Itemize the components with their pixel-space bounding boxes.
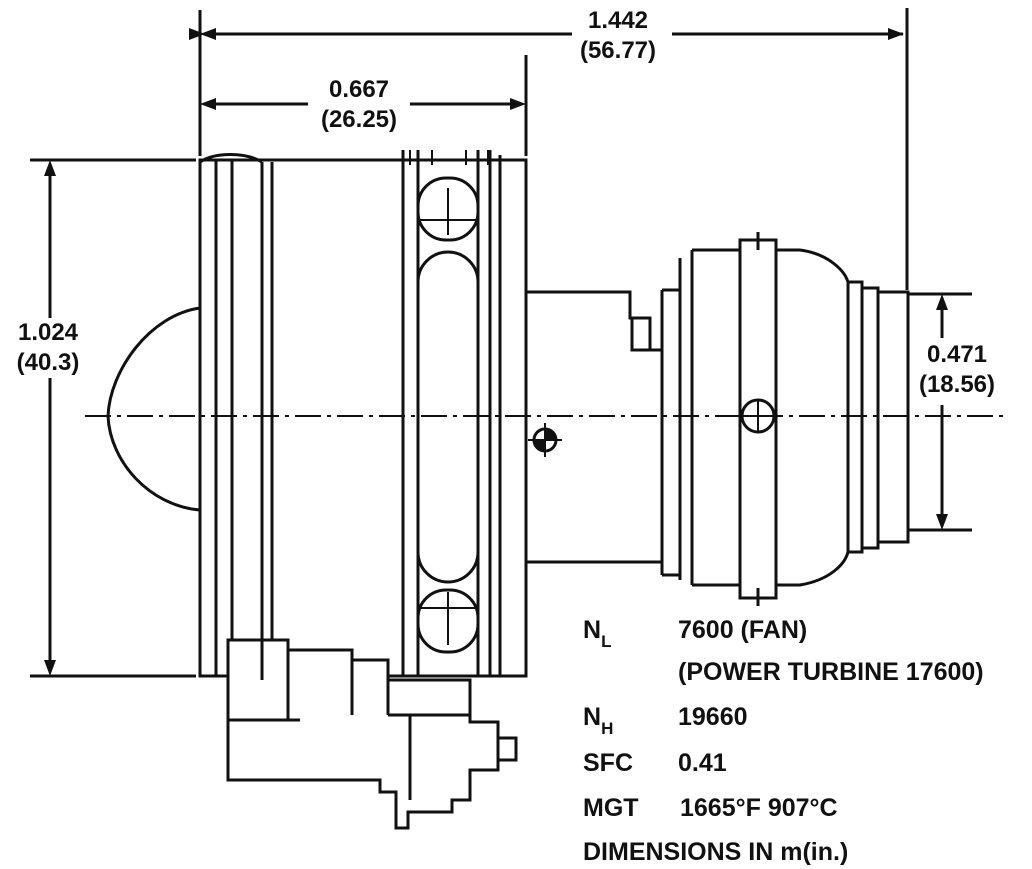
spec-sfc: SFC 0.41 bbox=[583, 749, 727, 777]
fan-casing bbox=[198, 150, 528, 678]
fan-diameter-m: 1.024 bbox=[18, 319, 79, 346]
fan-length-in: (26.25) bbox=[321, 106, 397, 133]
mgt-value: 1665°F 907°C bbox=[680, 794, 838, 822]
fan-length-m: 0.667 bbox=[329, 76, 389, 103]
sfc-label: SFC bbox=[583, 749, 633, 777]
spec-nh: NH 19660 bbox=[583, 703, 748, 738]
fan-diameter-in: (40.3) bbox=[17, 349, 80, 376]
sfc-value: 0.41 bbox=[678, 749, 727, 777]
svg-text:NL: NL bbox=[583, 616, 611, 651]
nl-label: N bbox=[583, 616, 601, 644]
svg-text:NH: NH bbox=[583, 703, 613, 738]
mgt-label: MGT bbox=[583, 794, 639, 822]
dimension-fan-length: 0.667 (26.25) bbox=[200, 55, 528, 156]
dimension-exhaust-diameter: 0.471 (18.56) bbox=[908, 292, 995, 532]
exhaust-diameter-in: (18.56) bbox=[919, 371, 995, 398]
nl-subscript: L bbox=[601, 632, 611, 651]
exhaust-diameter-m: 0.471 bbox=[927, 341, 987, 368]
dimension-fan-diameter: 1.024 (40.3) bbox=[17, 158, 196, 678]
nh-value: 19660 bbox=[678, 703, 748, 731]
overall-length-in: (56.77) bbox=[580, 37, 656, 64]
nose-cone bbox=[106, 306, 201, 512]
fan-strut bbox=[409, 150, 489, 654]
overall-length-m: 1.442 bbox=[588, 7, 648, 34]
spec-nl: NL 7600 (FAN) (POWER TURBINE 17600) bbox=[583, 616, 984, 686]
accessory-gearbox bbox=[226, 638, 518, 830]
power-turbine bbox=[692, 232, 910, 606]
dimension-overall-length: 1.442 (56.77) bbox=[189, 7, 909, 290]
nl-value: 7600 (FAN) bbox=[678, 616, 807, 644]
nh-subscript: H bbox=[601, 719, 613, 738]
spec-table: NL 7600 (FAN) (POWER TURBINE 17600) NH 1… bbox=[583, 616, 984, 866]
spec-mgt: MGT 1665°F 907°C bbox=[583, 794, 838, 822]
nl-value-2: (POWER TURBINE 17600) bbox=[678, 658, 984, 686]
units-note: DIMENSIONS IN m(in.) bbox=[583, 838, 848, 866]
core-casing bbox=[526, 250, 694, 585]
nh-label: N bbox=[583, 703, 601, 731]
center-of-gravity-symbol bbox=[528, 423, 562, 457]
